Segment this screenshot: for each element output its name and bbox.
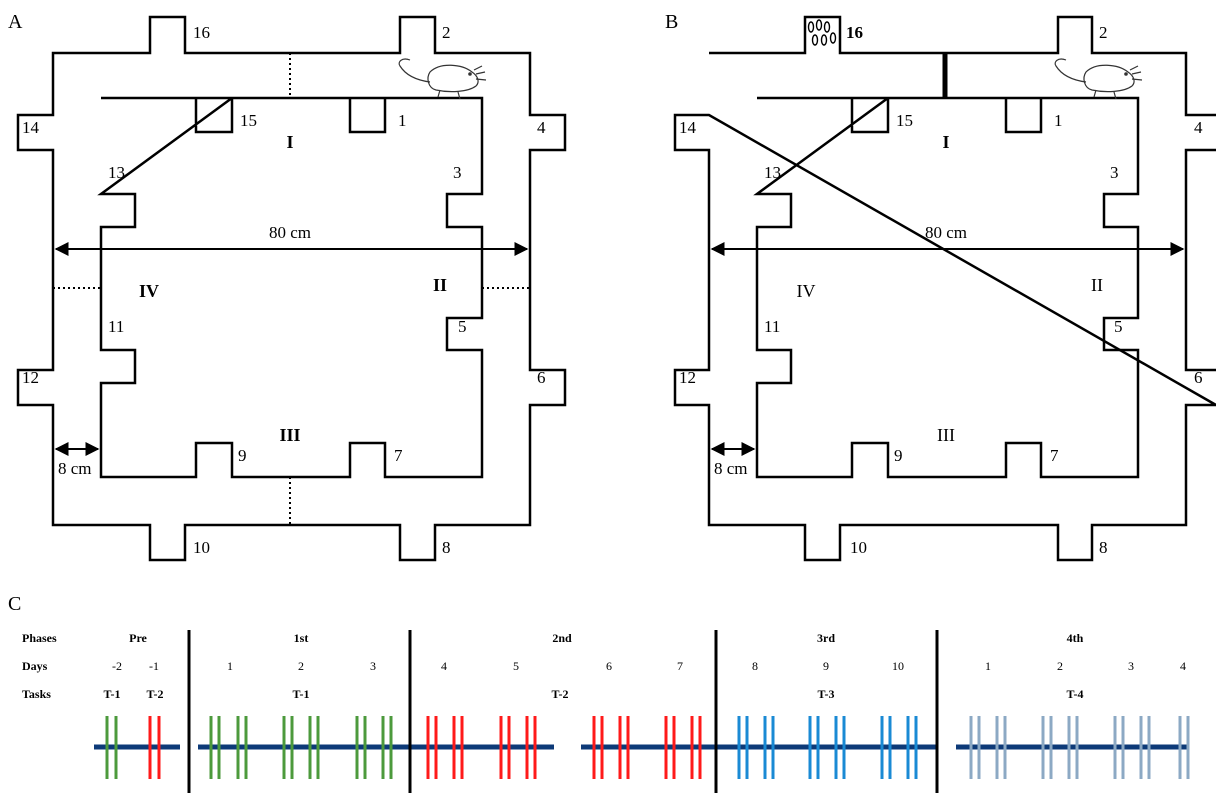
arm-3: 3: [453, 163, 462, 182]
arm-14: 14: [679, 118, 697, 137]
arm-15: 15: [240, 111, 257, 130]
day-label: 6: [606, 659, 612, 673]
day-label: 4: [1180, 659, 1186, 673]
arm-2: 2: [442, 23, 451, 42]
arm-5: 5: [1114, 317, 1123, 336]
day-label: 2: [298, 659, 304, 673]
quadrant-II: II: [1091, 275, 1103, 295]
phase-2nd: 2nd: [552, 631, 572, 645]
corridor-label: 8 cm: [58, 459, 92, 478]
arm-9: 9: [238, 446, 247, 465]
day-label: -2: [112, 659, 122, 673]
arm-12: 12: [22, 368, 39, 387]
arm-1: 1: [1054, 111, 1063, 130]
arm-1: 1: [398, 111, 407, 130]
arm-7: 7: [394, 446, 403, 465]
quadrant-III: III: [279, 425, 300, 445]
arm-15: 15: [896, 111, 913, 130]
task-label: T-2: [147, 687, 164, 701]
arm-6: 6: [1194, 368, 1203, 387]
day-label: -1: [149, 659, 159, 673]
arm-10: 10: [193, 538, 210, 557]
panel-label-c: C: [8, 593, 21, 615]
day-label: 2: [1057, 659, 1063, 673]
task-label: T-4: [1067, 687, 1084, 701]
arm-6: 6: [537, 368, 546, 387]
day-label: 4: [441, 659, 447, 673]
quadrant-IV: IV: [797, 281, 816, 301]
width-label: 80 cm: [925, 223, 967, 242]
task-label: T-3: [818, 687, 835, 701]
phase-pre: Pre: [129, 631, 147, 645]
quadrant-IV: IV: [139, 281, 159, 301]
arm-8: 8: [1099, 538, 1108, 557]
day-label: 1: [985, 659, 991, 673]
maze-a-outer-wall: [16, 15, 567, 562]
quadrant-I: I: [942, 132, 949, 152]
day-label: 9: [823, 659, 829, 673]
timeline-panel-c: C Phases Days Tasks Pre 1st 2nd 3rd 4th …: [8, 593, 1190, 793]
day-label: 8: [752, 659, 758, 673]
quadrant-II: II: [433, 275, 447, 295]
row-label-phases: Phases: [22, 631, 57, 645]
row-label-days: Days: [22, 659, 48, 673]
arm-7: 7: [1050, 446, 1059, 465]
phase-3rd: 3rd: [817, 631, 835, 645]
day-label: 1: [227, 659, 233, 673]
arm-4: 4: [1194, 118, 1203, 137]
arm-5: 5: [458, 317, 467, 336]
day-label: 5: [513, 659, 519, 673]
row-label-tasks: Tasks: [22, 687, 51, 701]
timeline-trial-ticks: [105, 716, 1190, 779]
arm-13: 13: [108, 163, 125, 182]
panel-label-a: A: [8, 11, 23, 33]
arm-16: 16: [846, 23, 863, 42]
food-pellets-icon: [807, 19, 837, 46]
day-label: 3: [370, 659, 376, 673]
day-label: 7: [677, 659, 683, 673]
arm-10: 10: [850, 538, 867, 557]
task-label: T-2: [552, 687, 569, 701]
phase-1st: 1st: [294, 631, 309, 645]
arm-11: 11: [764, 317, 780, 336]
arm-8: 8: [442, 538, 451, 557]
maze-panel-a: A 80 cm 8 cm I II III IV 1 2 3 4 5 6 7 8…: [8, 11, 567, 562]
rat-icon: [398, 58, 487, 100]
arm-2: 2: [1099, 23, 1108, 42]
maze-panel-b: B 80 cm 8 cm I II III IV 1 2 3 4 5 6 7 8…: [665, 11, 1216, 562]
phase-4th: 4th: [1067, 631, 1084, 645]
arm-13: 13: [764, 163, 781, 182]
panel-label-b: B: [665, 11, 678, 33]
maze-a-inner-wall: [97, 96, 484, 479]
maze-b-inner-wall: [753, 96, 1140, 479]
maze-b-outer-wall: [673, 15, 1216, 562]
day-label: 10: [892, 659, 904, 673]
task-label: T-1: [104, 687, 121, 701]
arm-12: 12: [679, 368, 696, 387]
quadrant-I: I: [286, 132, 293, 152]
task-label: T-1: [293, 687, 310, 701]
arm-4: 4: [537, 118, 546, 137]
arm-9: 9: [894, 446, 903, 465]
arm-11: 11: [108, 317, 124, 336]
arm-14: 14: [22, 118, 40, 137]
arm-16: 16: [193, 23, 210, 42]
quadrant-III: III: [937, 425, 955, 445]
arm-3: 3: [1110, 163, 1119, 182]
day-label: 3: [1128, 659, 1134, 673]
rat-icon: [1054, 58, 1143, 100]
width-label: 80 cm: [269, 223, 311, 242]
corridor-label: 8 cm: [714, 459, 748, 478]
